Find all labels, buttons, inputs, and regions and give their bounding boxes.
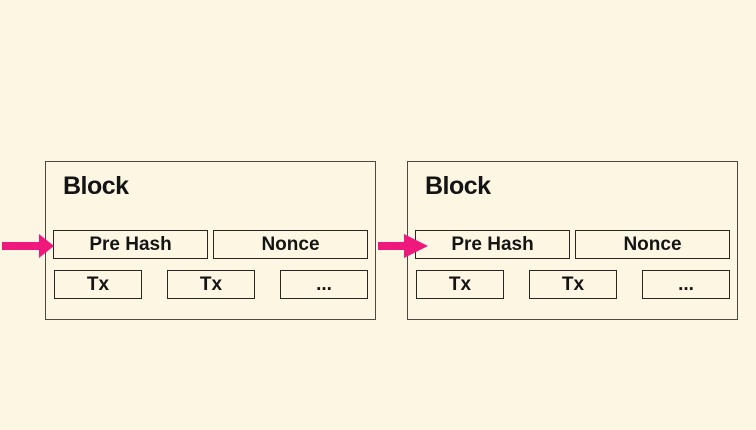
nonce-box: Nonce (213, 230, 368, 259)
nonce-box: Nonce (575, 230, 730, 259)
block-title: Block (425, 172, 491, 200)
ellipsis-box: ... (280, 270, 368, 299)
block-header-row: Pre Hash Nonce (53, 230, 368, 259)
block-tx-row: Tx Tx ... (54, 270, 368, 299)
block-1: Block Pre Hash Nonce Tx Tx ... (45, 161, 376, 320)
ellipsis-box: ... (642, 270, 730, 299)
block-header-row: Pre Hash Nonce (415, 230, 730, 259)
block-title: Block (63, 172, 129, 200)
tx-box: Tx (167, 270, 255, 299)
pre-hash-box: Pre Hash (415, 230, 570, 259)
pre-hash-box: Pre Hash (53, 230, 208, 259)
tx-box: Tx (54, 270, 142, 299)
tx-box: Tx (416, 270, 504, 299)
tx-box: Tx (529, 270, 617, 299)
block-tx-row: Tx Tx ... (416, 270, 730, 299)
link-arrow-icon (378, 234, 428, 258)
link-arrow-icon (2, 234, 54, 258)
block-2: Block Pre Hash Nonce Tx Tx ... (407, 161, 738, 320)
